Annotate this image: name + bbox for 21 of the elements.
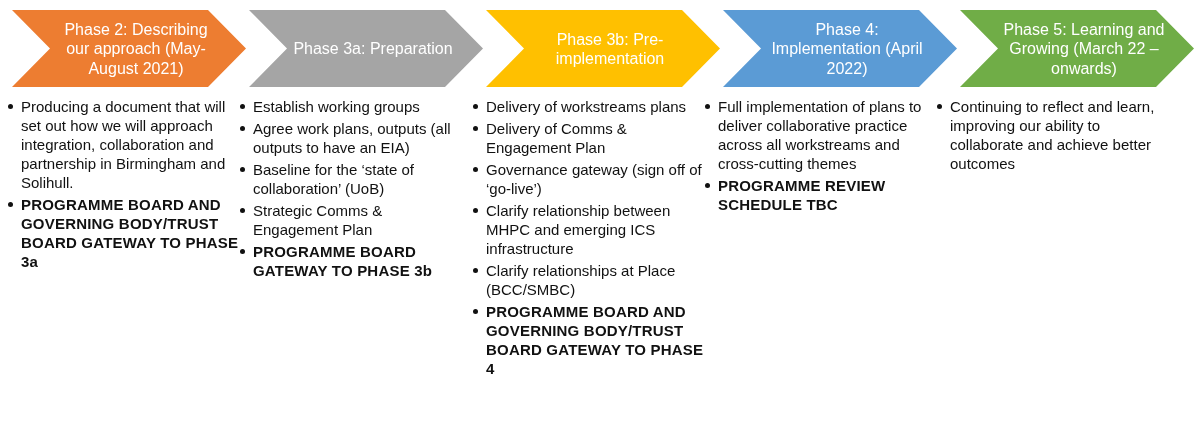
bullet-text: Continuing to reflect and learn, improving our ability to collaborate and achieve better outcomes [950,97,1156,173]
phase-title: Phase 3b: Pre-implementation [554,29,666,68]
bullet-text: Governance gateway (sign off of ‘go-live’) [486,160,703,198]
bullet-text: PROGRAMME BOARD AND GOVERNING BODY/TRUST BOARD GATEWAY TO PHASE 3a [21,195,239,271]
bullet-text: Delivery of Comms & Engagement Plan [486,119,628,157]
phase-title: Phase 2: Describing our approach (May-August 2021) [63,19,209,78]
bullet-text: Full implementation of plans to deliver collaborative practice across all workstreams and cross-cutting themes [718,97,923,173]
bullet-text: Clarify relationships at Place (BCC/SMBC) [486,261,677,299]
bullet-text: Clarify relationship between MHPC and emerging ICS infrastructure [486,201,672,258]
bullet-text: Strategic Comms & Engagement Plan [253,201,384,239]
phase-title: Phase 3a: Preparation [292,38,454,59]
bullet-text: Delivery of workstreams plans [486,97,688,116]
bullet-text: Producing a document that will set out how we will approach integration, collaboration and partnership in Birmingham and Solihull. [21,97,227,192]
phase-title: Phase 4: Implementation (April 2022) [770,19,924,78]
bullet-text: Baseline for the ‘state of collaboration’ (UoB) [253,160,415,198]
bullet-text: Establish working groups [253,97,421,116]
bullet-text: PROGRAMME BOARD AND GOVERNING BODY/TRUST BOARD GATEWAY TO PHASE 4 [486,302,704,378]
bullet-text: PROGRAMME REVIEW SCHEDULE TBC [718,176,887,214]
bullet-text: Agree work plans, outputs (all outputs to have an EIA) [253,119,452,157]
bullet-text: PROGRAMME BOARD GATEWAY TO PHASE 3b [253,242,434,280]
phase-title: Phase 5: Learning and Growing (March 22 – onwards) [1002,19,1166,78]
